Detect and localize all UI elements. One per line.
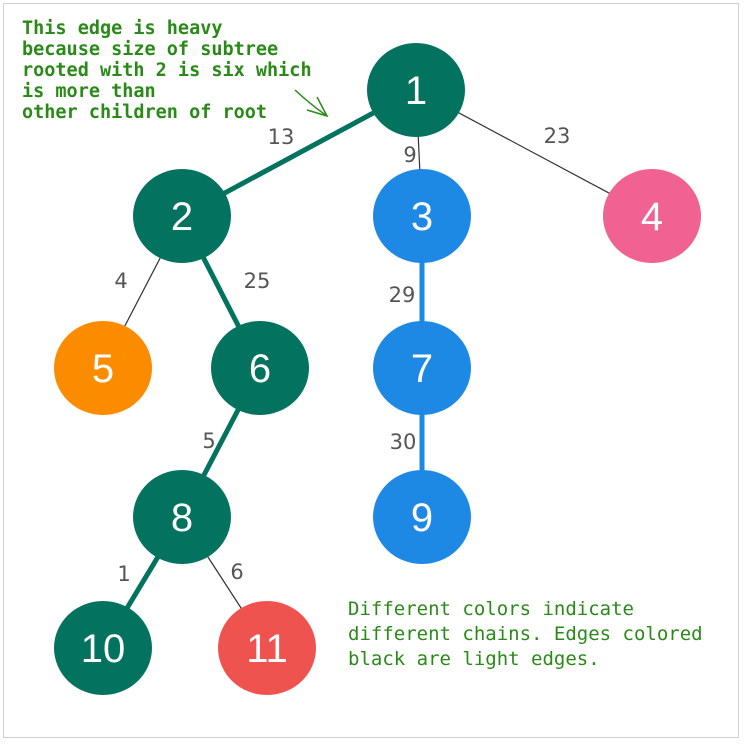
- node-label-3: 3: [411, 195, 433, 239]
- edge-weight-2-6: 25: [244, 269, 271, 293]
- node-circle-4: [603, 169, 701, 263]
- edge-1-3: [417, 134, 421, 172]
- node-label-8: 8: [171, 496, 193, 540]
- tree-node-9: 9: [373, 470, 471, 564]
- edge-1-4: [455, 110, 613, 196]
- node-circle-3: [373, 169, 471, 263]
- node-label-7: 7: [411, 347, 433, 391]
- node-circle-2: [133, 169, 231, 263]
- tree-node-5: 5: [54, 321, 152, 415]
- tree-node-8: 8: [133, 470, 231, 564]
- node-label-1: 1: [405, 69, 427, 113]
- tree-node-3: 3: [373, 169, 471, 263]
- node-circle-10: [54, 601, 152, 695]
- edge-weight-7-9: 30: [390, 430, 417, 454]
- edge-1-2: [220, 109, 378, 197]
- node-circle-6: [211, 321, 309, 415]
- node-label-10: 10: [81, 627, 126, 671]
- edge-2-6: [200, 254, 242, 330]
- tree-node-2: 2: [133, 169, 231, 263]
- node-label-6: 6: [249, 347, 271, 391]
- tree-node-11: 11: [218, 601, 316, 695]
- node-circle-1: [367, 43, 465, 137]
- tree-node-10: 10: [54, 601, 152, 695]
- legend-annotation: Different colors indicate different chai…: [348, 598, 703, 670]
- edge-2-5: [123, 255, 162, 329]
- edge-weight-1-2: 13: [268, 125, 295, 149]
- edge-6-8: [200, 406, 242, 479]
- tree-node-1: 1: [367, 43, 465, 137]
- heavy-edge-annotation: This edge is heavy because size of subtr…: [22, 18, 312, 123]
- node-circle-11: [218, 601, 316, 695]
- annotation-arrow-shaft: [294, 89, 328, 117]
- node-label-4: 4: [641, 195, 663, 239]
- annotation-arrow: [294, 89, 329, 118]
- edge-weight-6-8: 5: [202, 429, 215, 453]
- node-label-5: 5: [92, 347, 114, 391]
- node-label-11: 11: [246, 627, 288, 671]
- node-circle-7: [373, 321, 471, 415]
- edge-weight-1-4: 23: [544, 124, 571, 148]
- node-label-2: 2: [171, 195, 193, 239]
- node-circle-8: [133, 470, 231, 564]
- annotation-arrow-head: [306, 96, 329, 118]
- tree-node-4: 4: [603, 169, 701, 263]
- edge-weight-2-5: 4: [114, 269, 127, 293]
- node-circle-5: [54, 321, 152, 415]
- node-label-9: 9: [411, 496, 433, 540]
- edge-weight-8-10: 1: [117, 562, 130, 586]
- edge-8-10: [124, 554, 161, 611]
- edge-weight-1-3: 9: [403, 143, 416, 167]
- tree-node-6: 6: [211, 321, 309, 415]
- edge-weight-8-11: 6: [230, 560, 243, 584]
- tree-node-7: 7: [373, 321, 471, 415]
- node-circle-9: [373, 470, 471, 564]
- edge-weight-3-7: 29: [389, 283, 416, 307]
- edge-8-11: [205, 554, 244, 611]
